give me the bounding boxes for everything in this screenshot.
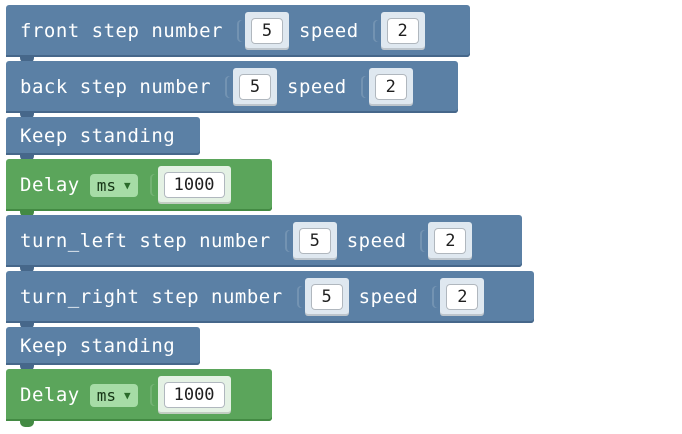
turn-right-speed-input[interactable]: 2 — [432, 278, 485, 316]
delay-value-field[interactable]: 1000 — [163, 172, 225, 198]
back-label: back step number — [20, 76, 212, 98]
front-speed-input[interactable]: 2 — [372, 12, 425, 50]
turn-left-label: turn_left step number — [20, 230, 271, 252]
turn-left-steps-input[interactable]: 5 — [284, 222, 337, 260]
value-socket: 2 — [428, 222, 473, 260]
back-steps-field[interactable]: 5 — [239, 74, 272, 100]
input-connector — [360, 76, 369, 98]
chevron-down-icon: ▼ — [123, 388, 131, 402]
back-speed-field[interactable]: 2 — [374, 74, 407, 100]
front-steps-field[interactable]: 5 — [250, 18, 283, 44]
value-socket: 1000 — [157, 166, 231, 204]
delay-block[interactable]: Delay ms ▼ 1000 — [6, 369, 272, 427]
chevron-down-icon: ▼ — [123, 178, 131, 192]
delay-unit-dropdown[interactable]: ms ▼ — [89, 173, 138, 197]
turn-left-speed-input[interactable]: 2 — [420, 222, 473, 260]
keep-standing-block[interactable]: Keep standing — [6, 327, 200, 371]
turn-right-steps-field[interactable]: 5 — [310, 284, 343, 310]
value-socket: 2 — [380, 12, 425, 50]
input-connector — [236, 20, 245, 42]
value-socket: 5 — [292, 222, 337, 260]
input-connector — [284, 230, 293, 252]
turn-right-block[interactable]: turn_right step number 5 speed 2 — [6, 271, 534, 329]
value-socket: 1000 — [157, 376, 231, 414]
front-label: front step number — [20, 20, 223, 42]
front-speed-field[interactable]: 2 — [386, 18, 419, 44]
delay-value-input[interactable]: 1000 — [149, 376, 231, 414]
input-connector — [225, 76, 234, 98]
back-speed-label: speed — [287, 76, 347, 98]
front-speed-label: speed — [298, 20, 359, 42]
block-stack: front step number 5 speed 2 back step nu… — [6, 5, 534, 427]
turn-left-steps-field[interactable]: 5 — [298, 228, 331, 254]
delay-unit-value: ms — [96, 175, 116, 195]
turn-right-label: turn_right step number — [20, 286, 283, 308]
value-socket: 2 — [368, 68, 413, 106]
turn-right-speed-label: speed — [358, 286, 419, 308]
keep-standing-label: Keep standing — [20, 335, 176, 357]
value-socket: 5 — [244, 12, 289, 50]
delay-value-input[interactable]: 1000 — [149, 166, 231, 204]
turn-left-speed-label: speed — [346, 230, 407, 252]
turn-right-steps-input[interactable]: 5 — [296, 278, 349, 316]
value-socket: 5 — [304, 278, 349, 316]
back-block[interactable]: back step number 5 speed 2 — [6, 61, 458, 119]
turn-left-block[interactable]: turn_left step number 5 speed 2 — [6, 215, 522, 273]
delay-value-field[interactable]: 1000 — [163, 382, 225, 408]
delay-unit-value: ms — [96, 385, 116, 405]
turn-left-speed-field[interactable]: 2 — [434, 228, 467, 254]
delay-label: Delay — [20, 174, 80, 196]
value-socket: 2 — [440, 278, 485, 316]
delay-block[interactable]: Delay ms ▼ 1000 — [6, 159, 272, 217]
input-connector — [149, 384, 158, 406]
back-speed-input[interactable]: 2 — [360, 68, 413, 106]
input-connector — [432, 286, 441, 308]
delay-label: Delay — [20, 384, 80, 406]
front-steps-input[interactable]: 5 — [236, 12, 289, 50]
input-connector — [372, 20, 381, 42]
input-connector — [149, 174, 158, 196]
keep-standing-block[interactable]: Keep standing — [6, 117, 200, 161]
delay-unit-dropdown[interactable]: ms ▼ — [89, 383, 138, 407]
back-steps-input[interactable]: 5 — [225, 68, 278, 106]
keep-standing-label: Keep standing — [20, 125, 176, 147]
front-block[interactable]: front step number 5 speed 2 — [6, 5, 470, 63]
turn-right-speed-field[interactable]: 2 — [446, 284, 479, 310]
value-socket: 5 — [233, 68, 278, 106]
input-connector — [420, 230, 429, 252]
input-connector — [296, 286, 305, 308]
